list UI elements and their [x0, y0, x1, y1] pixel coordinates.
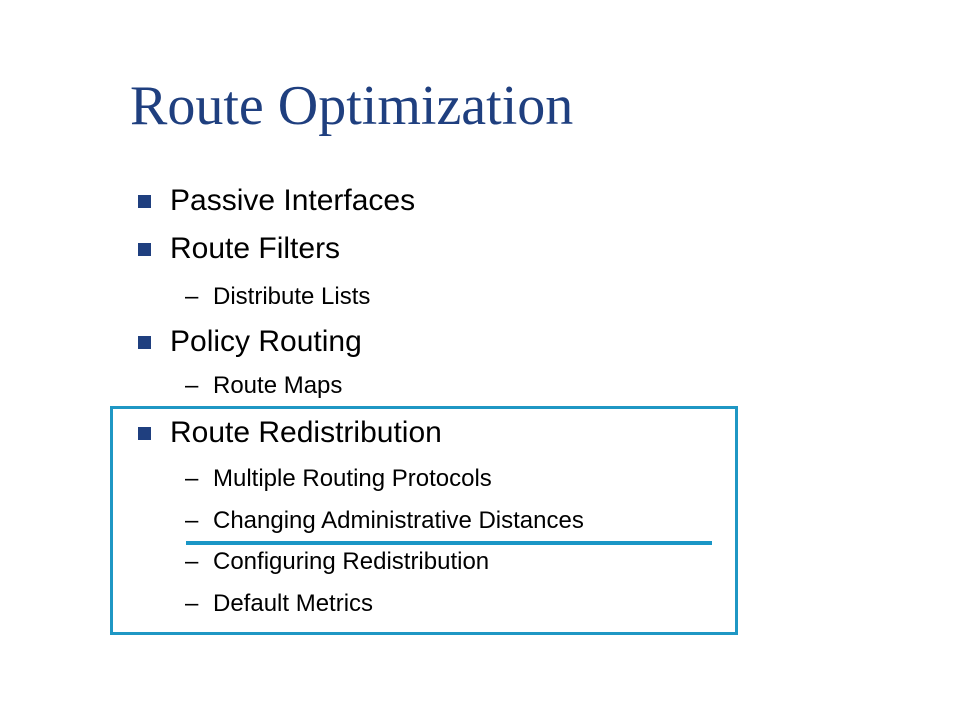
bullet-item-route-filters: Route Filters: [138, 229, 340, 269]
bullet-text: Route Redistribution: [170, 416, 442, 449]
underline-mark: [186, 541, 712, 545]
dash-marker: –: [185, 590, 199, 617]
sub-item-default-metrics: – Default Metrics: [185, 588, 373, 620]
sub-item-text: Route Maps: [213, 372, 343, 399]
sub-item-text: Changing Administrative Distances: [213, 507, 584, 534]
sub-item-route-maps: – Route Maps: [185, 370, 342, 402]
sub-item-text: Configuring Redistribution: [213, 548, 490, 575]
dash-marker: –: [185, 465, 199, 492]
sub-item-configuring-redistribution: – Configuring Redistribution: [185, 546, 489, 578]
highlight-box: [110, 406, 738, 635]
bullet-text: Route Filters: [170, 232, 341, 265]
sub-item-multiple-routing-protocols: – Multiple Routing Protocols: [185, 463, 492, 495]
sub-item-text: Default Metrics: [213, 590, 374, 617]
bullet-item-policy-routing: Policy Routing: [138, 322, 362, 362]
dash-marker: –: [185, 283, 199, 310]
sub-item-text: Multiple Routing Protocols: [213, 465, 492, 492]
slide-title: Route Optimization: [130, 75, 574, 137]
sub-item-changing-administrative-distances: – Changing Administrative Distances: [185, 505, 584, 537]
sub-item-distribute-lists: – Distribute Lists: [185, 281, 370, 313]
square-bullet-icon: [138, 335, 151, 349]
square-bullet-icon: [138, 426, 151, 440]
bullet-item-passive-interfaces: Passive Interfaces: [138, 181, 415, 221]
dash-marker: –: [185, 372, 199, 399]
dash-marker: –: [185, 507, 199, 534]
bullet-text: Policy Routing: [170, 325, 362, 358]
dash-marker: –: [185, 548, 199, 575]
bullet-text: Passive Interfaces: [170, 184, 416, 217]
sub-item-text: Distribute Lists: [213, 283, 371, 310]
bullet-item-route-redistribution: Route Redistribution: [138, 413, 442, 453]
square-bullet-icon: [138, 194, 151, 208]
square-bullet-icon: [138, 242, 151, 256]
